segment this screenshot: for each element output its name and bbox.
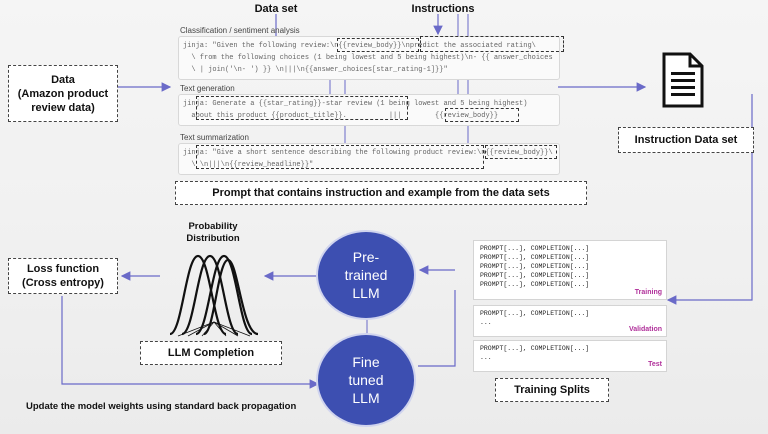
llm-completion-box: LLM Completion xyxy=(140,341,282,365)
training-splits-box: Training Splits xyxy=(495,378,609,402)
probability-distribution-label: Probability Distribution xyxy=(186,221,240,244)
split-test-tag: Test xyxy=(648,361,662,368)
instructions-label: Instructions xyxy=(411,3,475,15)
split-training-line: PROMPT[...], COMPLETION[...] xyxy=(480,272,590,279)
loss-function-box: Loss function (Cross entropy) xyxy=(8,258,118,294)
data-source-box: Data (Amazon product review data) xyxy=(8,65,118,122)
instruction-dataset-box: Instruction Data set xyxy=(618,127,754,153)
dataset-label: Data set xyxy=(254,3,298,15)
template-title-summarization: Text summarization xyxy=(180,133,249,142)
highlight-summarize-instruction xyxy=(196,145,484,169)
highlight-instruction xyxy=(420,36,564,52)
split-training-line: PROMPT[...], COMPLETION[...] xyxy=(480,281,590,288)
template-title-classification: Classification / sentiment analysis xyxy=(180,26,300,35)
split-test: PROMPT[...], COMPLETION[...] ... Test xyxy=(473,340,667,372)
template-title-generation: Text generation xyxy=(180,84,235,93)
split-training: PROMPT[...], COMPLETION[...] PROMPT[...]… xyxy=(473,240,667,300)
template-code-summarization: jinja: "Give a short sentence describing… xyxy=(178,143,560,175)
split-test-line: PROMPT[...], COMPLETION[...] xyxy=(480,345,590,352)
split-training-tag: Training xyxy=(634,289,662,296)
highlight-review-body-3 xyxy=(485,145,557,159)
split-training-line: PROMPT[...], COMPLETION[...] xyxy=(480,263,590,270)
document-icon xyxy=(662,52,704,108)
arrow-doc-to-splits xyxy=(666,94,753,305)
split-test-line: ... xyxy=(480,354,492,361)
split-validation-line: PROMPT[...], COMPLETION[...] xyxy=(480,310,590,317)
prompt-box: Prompt that contains instruction and exa… xyxy=(175,181,587,205)
template-code-generation: jinja: Generate a {{star_rating}}-star r… xyxy=(178,94,560,126)
pretrained-llm-circle: Pre- trained LLM xyxy=(318,232,414,318)
template-code-classification: jinja: "Given the following review:\n{{r… xyxy=(178,36,560,80)
highlight-review-body xyxy=(337,38,419,52)
split-validation-line: ... xyxy=(480,319,492,326)
highlight-review-body-2 xyxy=(445,108,519,122)
update-weights-text: Update the model weights using standard … xyxy=(26,401,297,412)
bell-curves-icon xyxy=(169,254,259,337)
arrow-finetuned-to-splits xyxy=(418,290,456,367)
finetuned-llm-circle: Fine tuned LLM xyxy=(318,335,414,425)
split-training-line: PROMPT[...], COMPLETION[...] xyxy=(480,245,590,252)
highlight-generate-instruction xyxy=(196,96,408,120)
split-validation: PROMPT[...], COMPLETION[...] ... Validat… xyxy=(473,305,667,337)
split-validation-tag: Validation xyxy=(628,326,662,333)
split-training-line: PROMPT[...], COMPLETION[...] xyxy=(480,254,590,261)
